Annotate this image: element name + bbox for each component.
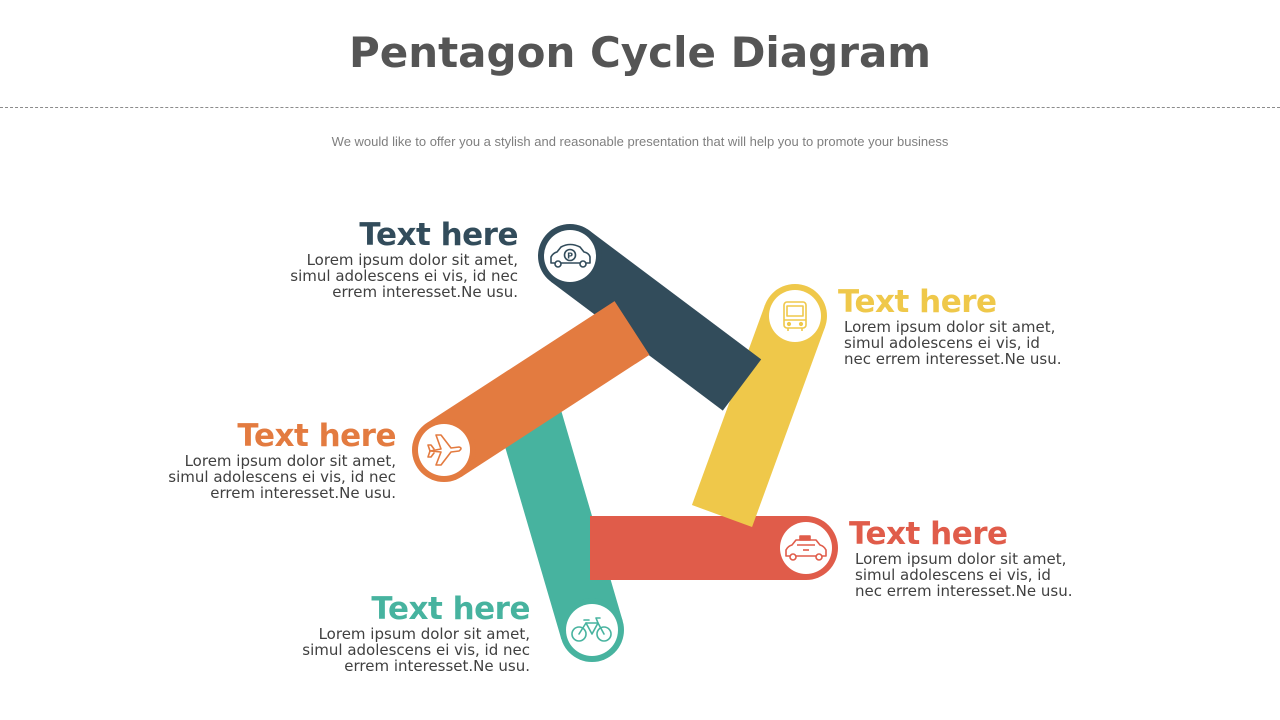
text-block-red: Text here Lorem ipsum dolor sit amet, si… xyxy=(849,517,1139,599)
bicycle-icon xyxy=(566,604,618,656)
heading-red: Text here xyxy=(849,516,1008,552)
parking-car-icon: P xyxy=(544,230,596,282)
airplane-icon xyxy=(418,424,470,476)
heading-navy: Text here xyxy=(359,217,518,253)
heading-teal: Text here xyxy=(371,591,530,627)
body-red-line-1: Lorem ipsum dolor sit amet, xyxy=(855,550,1067,568)
text-block-orange: Text here Lorem ipsum dolor sit amet, si… xyxy=(106,419,396,501)
body-yellow-line-3: nec errem interesset.Ne usu. xyxy=(844,350,1062,368)
bus-icon xyxy=(769,290,821,342)
title-divider xyxy=(0,107,1280,108)
body-navy-line-3: errem interesset.Ne usu. xyxy=(332,283,518,301)
body-red: Lorem ipsum dolor sit amet, simul adoles… xyxy=(849,551,1139,599)
page-title: Pentagon Cycle Diagram xyxy=(348,28,932,77)
body-yellow: Lorem ipsum dolor sit amet, simul adoles… xyxy=(838,319,1128,367)
taxi-icon xyxy=(780,522,832,574)
body-yellow-line-1: Lorem ipsum dolor sit amet, xyxy=(844,318,1056,336)
body-orange-line-1: Lorem ipsum dolor sit amet, xyxy=(184,452,396,470)
body-yellow-line-2: simul adolescens ei vis, id xyxy=(844,334,1040,352)
body-orange: Lorem ipsum dolor sit amet, simul adoles… xyxy=(106,453,396,501)
body-navy: Lorem ipsum dolor sit amet, simul adoles… xyxy=(230,252,518,300)
body-red-line-3: nec errem interesset.Ne usu. xyxy=(855,582,1073,600)
body-teal: Lorem ipsum dolor sit amet, simul adoles… xyxy=(240,626,530,674)
body-navy-line-2: simul adolescens ei vis, id nec xyxy=(290,267,518,285)
body-orange-line-3: errem interesset.Ne usu. xyxy=(210,484,396,502)
text-block-teal: Text here Lorem ipsum dolor sit amet, si… xyxy=(240,592,530,674)
page-subtitle: We would like to offer you a stylish and… xyxy=(331,134,949,149)
body-orange-line-2: simul adolescens ei vis, id nec xyxy=(168,468,396,486)
heading-yellow: Text here xyxy=(838,284,997,320)
body-teal-line-3: errem interesset.Ne usu. xyxy=(344,657,530,675)
body-teal-line-2: simul adolescens ei vis, id nec xyxy=(302,641,530,659)
body-red-line-2: simul adolescens ei vis, id xyxy=(855,566,1051,584)
text-block-navy: Text here Lorem ipsum dolor sit amet, si… xyxy=(230,218,518,300)
body-navy-line-1: Lorem ipsum dolor sit amet, xyxy=(306,251,518,269)
body-teal-line-1: Lorem ipsum dolor sit amet, xyxy=(318,625,530,643)
svg-text:P: P xyxy=(567,252,573,261)
text-block-yellow: Text here Lorem ipsum dolor sit amet, si… xyxy=(838,285,1128,367)
heading-orange: Text here xyxy=(237,418,396,454)
